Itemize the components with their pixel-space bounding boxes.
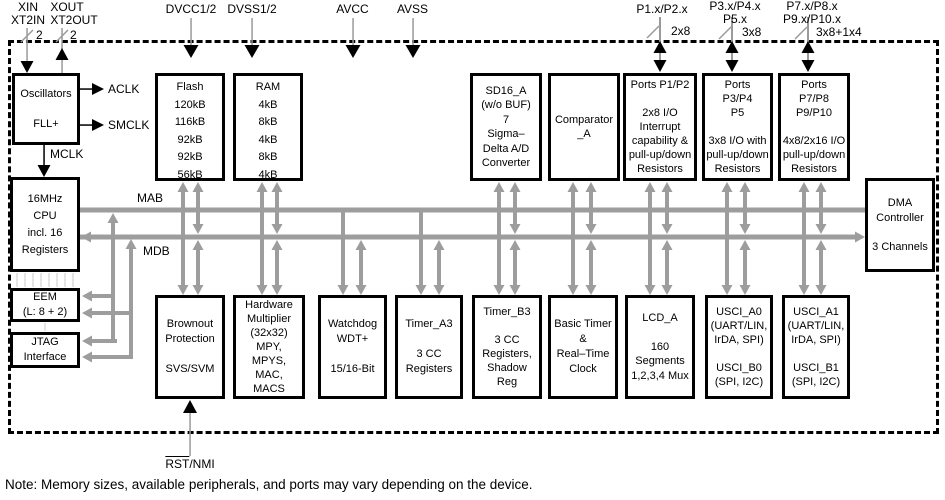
pin-label-p5: P5.x	[722, 12, 747, 26]
clock-label-mclk: MCLK	[50, 147, 84, 161]
pin-label-p12: P1.x/P2.x	[636, 2, 688, 16]
pin-width-p78910: 3x8+1x4	[816, 25, 862, 39]
pin-label-p910: P9.x/P10.x	[782, 12, 842, 26]
pin-width-p345: 3x8	[742, 25, 762, 39]
timer-b3-block: Timer_B3 3 CC Registers, Shadow Reg	[472, 295, 542, 399]
pin-label-rst-nmi: RST/NMI	[165, 457, 215, 471]
pin-label-avss: AVSS	[396, 2, 429, 16]
eem-block: EEM (L: 8 + 2)	[10, 288, 80, 322]
dma-controller-block: DMA Controller 3 Channels	[865, 178, 935, 272]
bus-label-mab: MAB	[137, 191, 164, 205]
footnote: Note: Memory sizes, available peripheral…	[5, 477, 533, 492]
timer-a3-block: Timer_A3 3 CC Registers	[395, 295, 463, 399]
chip-boundary	[8, 40, 939, 434]
pin-width-xout: 2	[70, 28, 77, 42]
jtag-block: JTAG Interface	[10, 332, 80, 368]
rst-overline: RST	[165, 457, 190, 471]
hardware-multiplier-block: Hardware Multiplier (32x32) MPY, MPYS, M…	[233, 295, 305, 399]
clock-label-smclk: SMCLK	[108, 118, 150, 132]
ports-p3-p4-p5-block: Ports P3/P4 P5 3x8 I/O with pull-up/down…	[702, 73, 773, 181]
lcd-a-block: LCD_A 160 Segments 1,2,3,4 Mux	[625, 295, 695, 399]
clock-label-aclk: ACLK	[108, 82, 140, 96]
ports-p7-p10-block: Ports P7/P8 P9/P10 4x8/2x16 I/O pull-up/…	[778, 73, 850, 181]
basic-timer-rtc-block: Basic Timer & Real–Time Clock	[548, 295, 618, 399]
ports-p1-p2-block: Ports P1/P2 2x8 I/O Interrupt capability…	[623, 73, 697, 181]
pin-label-dvcc: DVCC1/2	[165, 2, 217, 16]
bus-label-mdb: MDB	[143, 244, 170, 258]
watchdog-block: Watchdog WDT+ 15/16-Bit	[318, 295, 387, 399]
pin-label-xt2out: XT2OUT	[50, 13, 98, 27]
pin-label-p78: P7.x/P8.x	[786, 0, 838, 13]
pin-label-avcc: AVCC	[336, 2, 369, 16]
ram-block: RAM 4kB 8kB 4kB 8kB 4kB	[233, 73, 303, 181]
pin-label-dvss: DVSS1/2	[227, 2, 277, 16]
cpu-block: 16MHz CPU incl. 16 Registers	[10, 177, 80, 272]
oscillators-block: Oscillators FLL+	[12, 73, 80, 145]
usci-a0-b0-block: USCI_A0 (UART/LIN, IrDA, SPI) USCI_B0 (S…	[705, 295, 773, 399]
usci-a1-b1-block: USCI_A1 (UART/LIN, IrDA, SPI) USCI_B1 (S…	[782, 295, 850, 399]
sd16-adc-block: SD16_A (w/o BUF) 7 Sigma– Delta A/D Conv…	[470, 73, 542, 181]
pin-label-xin: XIN	[17, 0, 38, 14]
pin-width-p12: 2x8	[671, 24, 691, 38]
flash-block: Flash 120kB 116kB 92kB 92kB 56kB	[155, 73, 225, 181]
pin-label-xout: XOUT	[50, 0, 84, 14]
comparator-block: Comparator _A	[548, 73, 620, 181]
pin-label-p34: P3.x/P4.x	[709, 0, 761, 13]
brownout-block: Brownout Protection SVS/SVM	[155, 295, 225, 399]
pin-label-xt2in: XT2IN	[10, 13, 45, 27]
pin-width-xin: 2	[36, 28, 43, 42]
